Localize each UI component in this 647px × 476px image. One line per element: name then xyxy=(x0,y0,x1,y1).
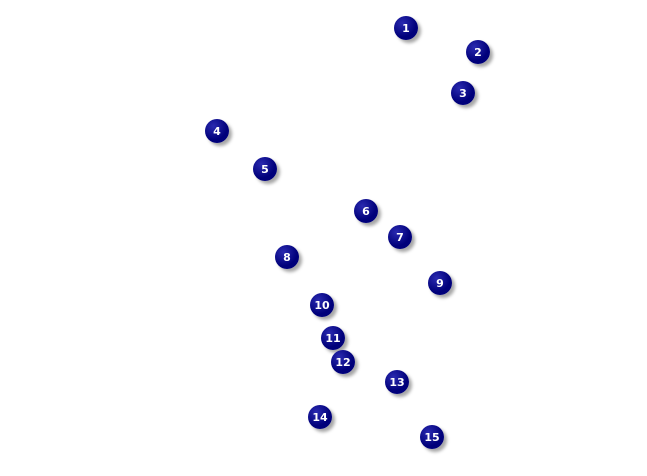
map-marker-13[interactable]: 13 xyxy=(385,370,409,394)
map-marker-14[interactable]: 14 xyxy=(308,405,332,429)
map-marker-2[interactable]: 2 xyxy=(466,40,490,64)
map-marker-11[interactable]: 11 xyxy=(321,326,345,350)
map-marker-7[interactable]: 7 xyxy=(388,225,412,249)
map-marker-1[interactable]: 1 xyxy=(394,16,418,40)
map-marker-12[interactable]: 12 xyxy=(331,350,355,374)
map-marker-5[interactable]: 5 xyxy=(253,157,277,181)
map-marker-10[interactable]: 10 xyxy=(310,293,334,317)
map-marker-15[interactable]: 15 xyxy=(420,425,444,449)
map-marker-8[interactable]: 8 xyxy=(275,245,299,269)
map-marker-3[interactable]: 3 xyxy=(451,81,475,105)
map-marker-6[interactable]: 6 xyxy=(354,199,378,223)
map-marker-9[interactable]: 9 xyxy=(428,271,452,295)
map-marker-4[interactable]: 4 xyxy=(205,119,229,143)
